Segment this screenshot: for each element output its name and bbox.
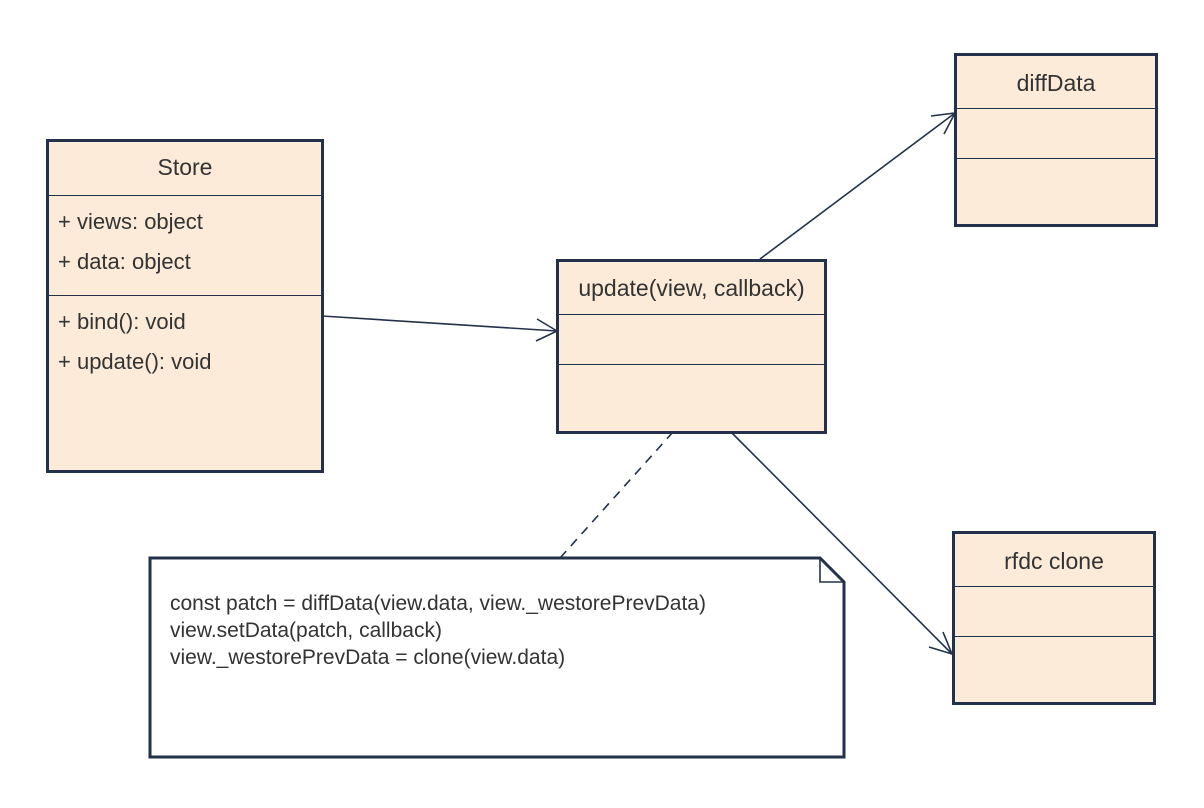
rfdc-clone-attributes-section [955,587,1153,637]
update-to-clone-arrow [730,431,953,655]
note-line-setdata: view.setData(patch, callback) [170,619,442,642]
note-code: const patch = diffData(view.data, view._… [170,590,706,671]
note-line-patch: const patch = diffData(view.data, view._… [170,592,706,615]
note-line-clone: view._westorePrevData = clone(view.data) [170,646,566,669]
store-class: Store + views: object + data: object + b… [46,139,324,473]
update-class-title: update(view, callback) [559,262,824,315]
store-to-update-arrow [321,315,558,332]
rfdc-clone-class-title: rfdc clone [955,534,1153,587]
store-attribute-data: + data: object [58,249,191,274]
update-attributes-section [559,315,824,365]
update-to-diffdata-arrow [759,112,956,260]
note-folded-corner [819,558,844,583]
rfdc-clone-class: rfdc clone [952,531,1156,705]
store-methods-section: + bind(): void + update(): void [49,296,321,382]
note-anchor-dashed-line [559,431,674,559]
note-shape [148,556,846,759]
store-attributes-section: + views: object + data: object [49,196,321,296]
diffdata-class: diffData [954,53,1158,227]
diffdata-attributes-section [957,109,1155,159]
store-method-update: + update(): void [58,349,212,374]
diffdata-class-title: diffData [957,56,1155,109]
store-attribute-views: + views: object [58,209,203,234]
store-method-bind: + bind(): void [58,309,186,334]
store-class-title: Store [49,142,321,196]
update-class: update(view, callback) [556,259,827,434]
